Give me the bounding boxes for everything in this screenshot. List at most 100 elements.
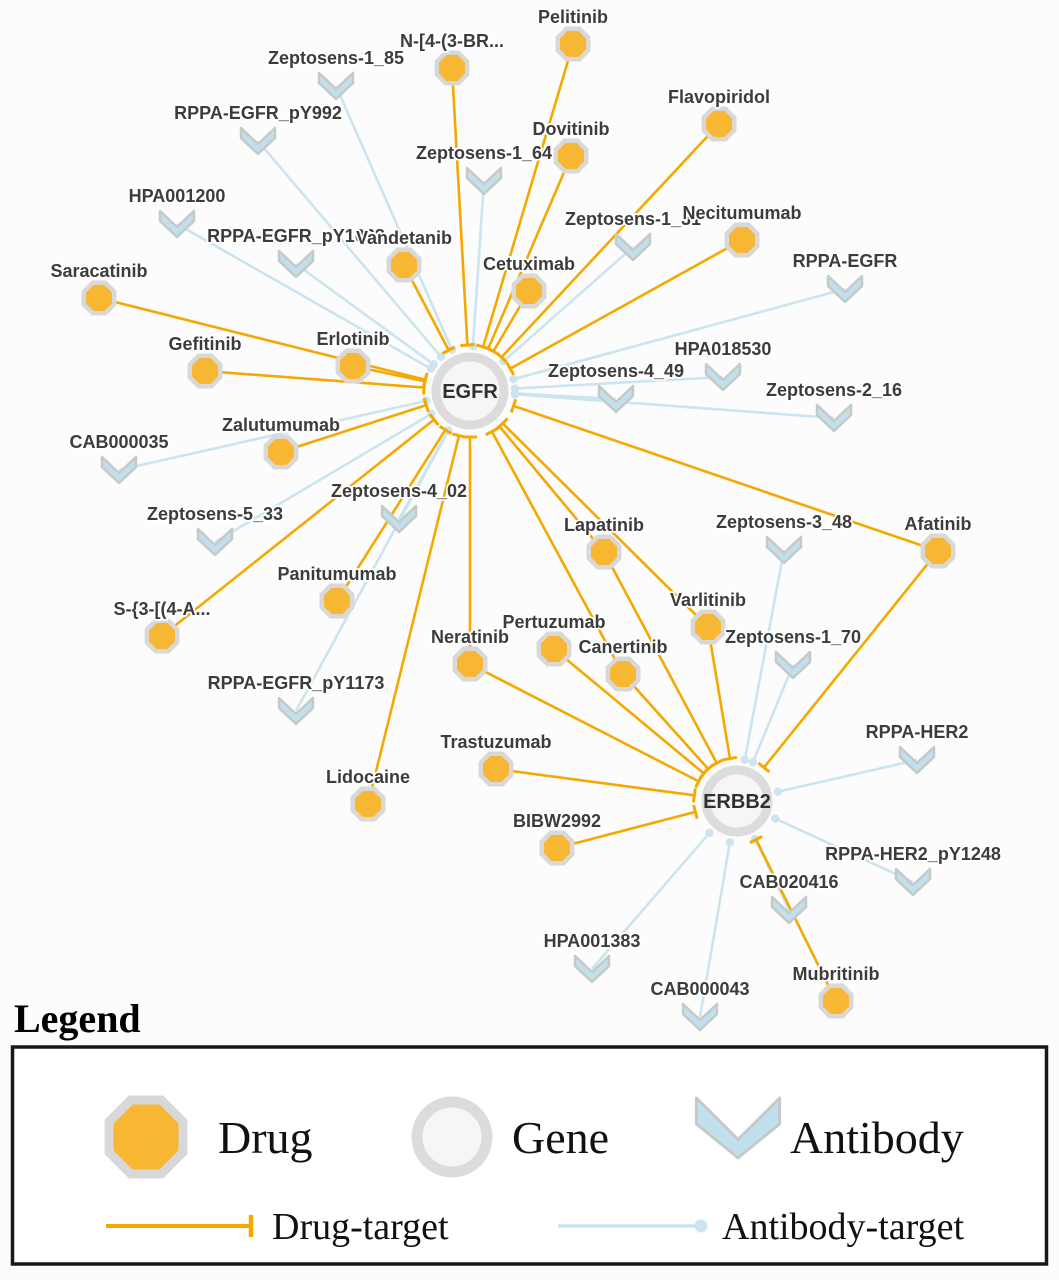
drug-label: Neratinib bbox=[431, 627, 509, 647]
drug-node[interactable] bbox=[144, 618, 180, 654]
antibody-label: Zeptosens-1_85 bbox=[268, 48, 404, 68]
drug-node[interactable] bbox=[434, 50, 470, 86]
edge-endpoint-tick bbox=[505, 361, 515, 376]
antibody-target-edge bbox=[471, 180, 486, 347]
edge-endpoint-dot bbox=[510, 390, 520, 399]
legend-gene-label: Gene bbox=[512, 1112, 609, 1163]
drug-label: Pelitinib bbox=[538, 7, 608, 27]
drug-node[interactable] bbox=[555, 26, 591, 62]
drug-target-edge bbox=[481, 43, 575, 348]
antibody-node[interactable] bbox=[898, 745, 936, 775]
drug-target-edge bbox=[706, 626, 732, 759]
antibody-node[interactable] bbox=[380, 504, 418, 534]
drug-node[interactable] bbox=[818, 983, 854, 1019]
gene-node[interactable] bbox=[701, 765, 773, 837]
drug-label: Vandetanib bbox=[356, 228, 452, 248]
drug-label: N-[4-(3-BR... bbox=[400, 31, 504, 51]
drug-node[interactable] bbox=[724, 222, 760, 258]
antibody-node[interactable] bbox=[597, 384, 635, 414]
drug-node[interactable] bbox=[350, 786, 386, 822]
edge-endpoint-dot bbox=[770, 814, 780, 823]
antibody-node[interactable] bbox=[774, 650, 812, 680]
antibody-target-edge bbox=[118, 399, 427, 472]
antibody-node[interactable] bbox=[196, 527, 234, 557]
antibody-node[interactable] bbox=[815, 403, 853, 433]
drug-label: Flavopiridol bbox=[668, 87, 770, 107]
antibody-node[interactable] bbox=[614, 232, 652, 262]
drug-label: Afatinib bbox=[905, 514, 972, 534]
edge-endpoint-dot bbox=[725, 838, 735, 847]
legend-drug-icon bbox=[104, 1095, 188, 1179]
drug-label: Canertinib bbox=[578, 637, 667, 657]
edge-endpoint-tick bbox=[509, 398, 518, 413]
drug-node[interactable] bbox=[586, 534, 622, 570]
gene-label: EGFR bbox=[442, 381, 498, 403]
gene-node[interactable] bbox=[431, 352, 509, 430]
drug-node[interactable] bbox=[539, 830, 575, 866]
drug-node[interactable] bbox=[319, 583, 355, 619]
legend: Legend Drug Gene Antibody Drug-target An… bbox=[10, 996, 1049, 1266]
labels-layer: Zeptosens-1_85RPPA-EGFR_pY992HPA001200RP… bbox=[49, 5, 1003, 1001]
antibody-node[interactable] bbox=[100, 455, 138, 485]
antibody-node[interactable] bbox=[317, 71, 355, 101]
legend-drug-label: Drug bbox=[218, 1112, 313, 1163]
drug-target-edge bbox=[754, 838, 838, 1002]
antibody-label: RPPA-HER2 bbox=[866, 722, 969, 742]
edge-endpoint-tick bbox=[722, 755, 738, 762]
drug-node[interactable] bbox=[553, 138, 589, 174]
drug-label: Saracatinib bbox=[50, 261, 147, 281]
drug-target-edge bbox=[498, 425, 605, 553]
drug-node[interactable] bbox=[478, 751, 514, 787]
antibody-label: RPPA-EGFR_pY992 bbox=[174, 103, 342, 123]
antibody-node[interactable] bbox=[765, 535, 803, 565]
drug-node[interactable] bbox=[701, 106, 737, 142]
drug-node[interactable] bbox=[452, 646, 488, 682]
drug-node[interactable] bbox=[81, 280, 117, 316]
drug-target-edge bbox=[602, 551, 718, 764]
antibody-node[interactable] bbox=[277, 696, 315, 726]
edge-endpoint-tick bbox=[422, 374, 428, 389]
drug-node[interactable] bbox=[386, 247, 422, 283]
antibody-node[interactable] bbox=[704, 362, 742, 392]
edge-endpoint-dot bbox=[436, 352, 446, 361]
antibody-node[interactable] bbox=[770, 895, 808, 925]
antibody-label: Zeptosens-5_33 bbox=[147, 504, 283, 524]
antibody-node[interactable] bbox=[681, 1002, 719, 1032]
antibody-target-edge bbox=[334, 85, 454, 351]
drug-target-edge bbox=[509, 238, 743, 370]
drug-label: Cetuximab bbox=[483, 254, 575, 274]
drug-target-edge bbox=[486, 155, 573, 350]
drug-target-edge bbox=[556, 810, 696, 850]
drug-target-edge bbox=[161, 418, 435, 638]
antibody-node[interactable] bbox=[465, 166, 503, 196]
antibody-node[interactable] bbox=[573, 954, 611, 984]
edge-endpoint-dot bbox=[740, 755, 749, 764]
drug-label: Pertuzumab bbox=[502, 612, 605, 632]
drug-label: S-{3-[(4-A... bbox=[113, 599, 210, 619]
drug-node[interactable] bbox=[536, 631, 572, 667]
edge-endpoint-tick bbox=[441, 345, 456, 355]
drug-node[interactable] bbox=[335, 348, 371, 384]
drug-node[interactable] bbox=[263, 434, 299, 470]
drug-label: Panitumumab bbox=[277, 564, 396, 584]
drug-label: Necitumumab bbox=[682, 203, 801, 223]
drug-node[interactable] bbox=[605, 656, 641, 692]
drug-node[interactable] bbox=[920, 533, 956, 569]
drug-edges-layer bbox=[98, 43, 940, 1002]
antibody-node[interactable] bbox=[826, 274, 864, 304]
drug-target-edge bbox=[622, 673, 710, 770]
antibody-node[interactable] bbox=[894, 867, 932, 897]
drug-node[interactable] bbox=[511, 273, 547, 309]
drug-label: Erlotinib bbox=[317, 329, 390, 349]
drug-node[interactable] bbox=[187, 353, 223, 389]
drug-label: Lidocaine bbox=[326, 767, 410, 787]
antibody-node[interactable] bbox=[277, 249, 315, 279]
drug-target-edge bbox=[204, 369, 425, 389]
antibody-node[interactable] bbox=[158, 209, 196, 239]
antibody-target-edge bbox=[257, 140, 442, 358]
drug-node[interactable] bbox=[690, 609, 726, 645]
antibody-node[interactable] bbox=[239, 126, 277, 156]
antibody-target-edge bbox=[295, 262, 435, 366]
drug-label: Zalutumumab bbox=[222, 415, 340, 435]
